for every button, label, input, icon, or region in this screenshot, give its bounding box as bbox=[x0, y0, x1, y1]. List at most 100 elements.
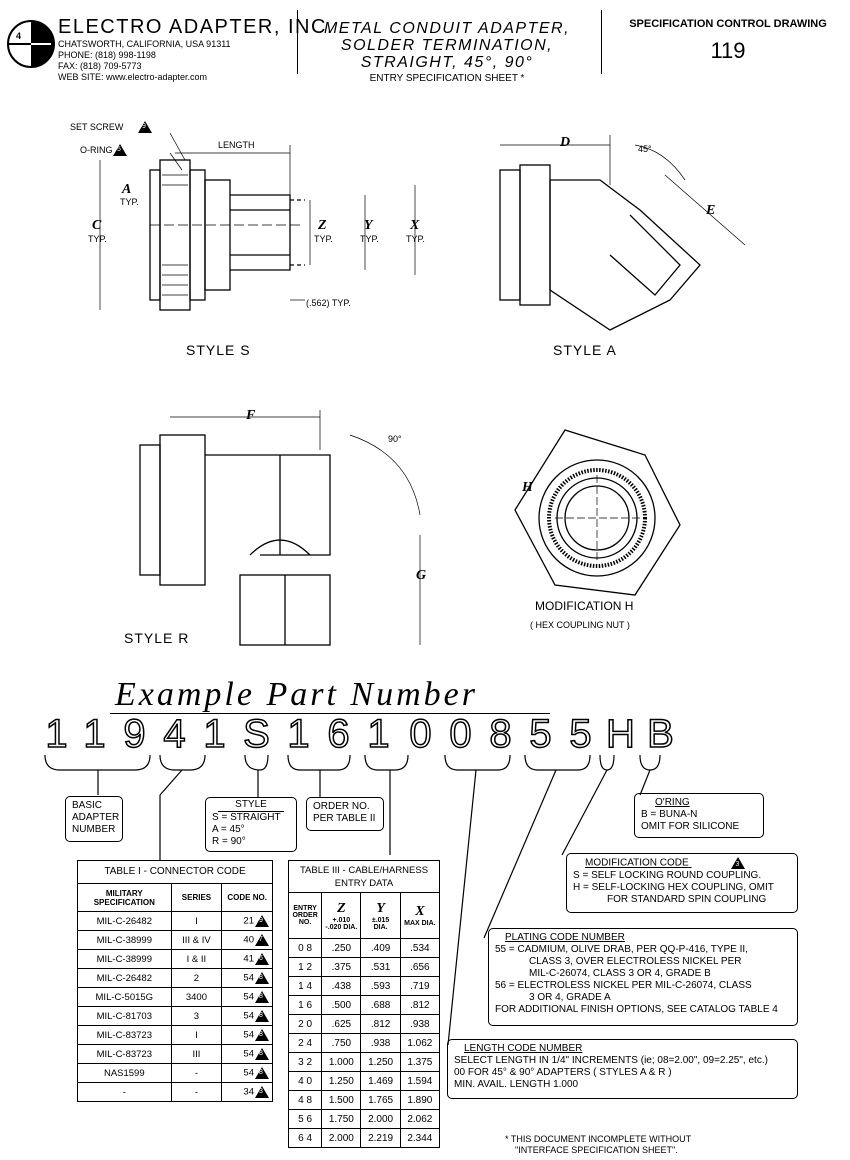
dim-562-label: (.562) TYP. bbox=[306, 298, 351, 308]
plating-box: PLATING CODE NUMBER 55 = CADMIUM, OLIVE … bbox=[488, 928, 798, 1026]
set-screw-label: SET SCREW bbox=[70, 122, 124, 132]
table3-z-cell: .750 bbox=[321, 1033, 362, 1053]
oring-title: O'RING bbox=[655, 797, 690, 808]
header-divider bbox=[601, 10, 602, 74]
scd-label: SPECIFICATION CONTROL DRAWING bbox=[629, 18, 827, 30]
dim-c-typ: TYP. bbox=[88, 234, 107, 244]
table3-x-cell: .534 bbox=[399, 938, 441, 958]
dim-h-label: H bbox=[522, 480, 533, 495]
doc-title-line: METAL CONDUIT ADAPTER, bbox=[323, 20, 571, 37]
part-number-char: 1 bbox=[83, 711, 107, 757]
table3-entry-cell: 2 0 bbox=[287, 1014, 323, 1034]
footnote: * THIS DOCUMENT INCOMPLETE WITHOUT "INTE… bbox=[505, 1134, 691, 1156]
note-triangle-icon: 7 bbox=[255, 934, 269, 946]
table3-row: 2 0.625.812.938 bbox=[287, 1014, 441, 1034]
order-box: ORDER NO. PER TABLE II bbox=[306, 797, 384, 831]
table3-y-cell: .409 bbox=[360, 938, 401, 958]
table3-y-cell: 2.219 bbox=[360, 1128, 401, 1148]
dim-d-label: D bbox=[560, 135, 571, 150]
footnote-line: "INTERFACE SPECIFICATION SHEET". bbox=[515, 1145, 678, 1155]
oring-line: OMIT FOR SILICONE bbox=[641, 821, 740, 832]
header-divider bbox=[297, 10, 298, 74]
dim-x-typ: TYP. bbox=[406, 234, 425, 244]
note-triangle-icon: 3 bbox=[255, 1086, 269, 1098]
table1-header: SERIES bbox=[170, 883, 223, 912]
table3-entry-cell: 5 6 bbox=[287, 1109, 323, 1129]
oring-box: O'RING B = BUNA-N OMIT FOR SILICONE bbox=[634, 793, 764, 838]
company-address: CHATSWORTH, CALIFORNIA, USA 91311 bbox=[58, 39, 231, 49]
style-a-label: STYLE A bbox=[553, 342, 617, 358]
table1-code: 34 bbox=[243, 1086, 254, 1098]
table3-x-cell: 1.890 bbox=[399, 1090, 441, 1110]
table3-entry-cell: 0 8 bbox=[287, 938, 323, 958]
table3-z-cell: 1.500 bbox=[321, 1090, 362, 1110]
table3-x-cell: .812 bbox=[399, 995, 441, 1015]
part-number-char: 0 bbox=[409, 711, 433, 757]
style-box-title: STYLE bbox=[218, 799, 284, 812]
table3-header: ENTRY ORDER NO. bbox=[287, 892, 323, 939]
note-triangle-icon: 8 bbox=[255, 1067, 269, 1079]
dim-z-typ: TYP. bbox=[314, 234, 333, 244]
dim-g-label: G bbox=[416, 568, 427, 583]
company-name: ELECTRO ADAPTER, INC. bbox=[58, 16, 334, 38]
table3-z-cell: .250 bbox=[321, 938, 362, 958]
table1-series-cell: - bbox=[170, 1082, 223, 1102]
table1-code: 40 bbox=[243, 934, 254, 946]
style-box-line: S = STRAIGHT bbox=[212, 812, 281, 823]
modification-box: MODIFICATION CODE 3 S = SELF LOCKING ROU… bbox=[566, 853, 798, 913]
plating-line: 56 = ELECTROLESS NICKEL PER MIL-C-26074,… bbox=[495, 980, 752, 991]
table3-entry-cell: 1 4 bbox=[287, 976, 323, 996]
order-line: ORDER NO. bbox=[313, 801, 370, 812]
part-number-brackets bbox=[44, 754, 661, 1046]
table3-z-cell: .500 bbox=[321, 995, 362, 1015]
mod-h-label: MODIFICATION H bbox=[535, 599, 634, 613]
table3-x-cell: .938 bbox=[399, 1014, 441, 1034]
table1: TABLE I - CONNECTOR CODE MILITARY SPECIF… bbox=[77, 860, 273, 1102]
table3-x-cell: .719 bbox=[399, 976, 441, 996]
svg-text:4: 4 bbox=[16, 31, 21, 41]
table3-row: 1 4.438.593.719 bbox=[287, 976, 441, 996]
angle-90-label: 90° bbox=[388, 434, 402, 444]
table3-row: 1 2.375.531.656 bbox=[287, 957, 441, 977]
table3-y-cell: .531 bbox=[360, 957, 401, 977]
table3-z-cell: 2.000 bbox=[321, 1128, 362, 1148]
dim-e-label: E bbox=[706, 203, 716, 218]
company-web[interactable]: WEB SITE: www.electro-adapter.com bbox=[58, 72, 208, 82]
table3-x-cell: 1.062 bbox=[399, 1033, 441, 1053]
table1-series-cell: III bbox=[170, 1044, 223, 1064]
table3-subtitle: ENTRY DATA bbox=[289, 877, 439, 893]
mod-h-sub: ( HEX COUPLING NUT ) bbox=[530, 620, 630, 630]
note-triangle-icon: 8 bbox=[255, 991, 269, 1003]
part-number-char: 5 bbox=[529, 711, 553, 757]
style-box: STYLE S = STRAIGHT A = 45° R = 90° bbox=[205, 797, 297, 852]
oring-line: B = BUNA-N bbox=[641, 809, 698, 820]
table1-code: 54 bbox=[243, 972, 254, 984]
length-box: LENGTH CODE NUMBER SELECT LENGTH IN 1/4"… bbox=[447, 1039, 798, 1099]
table1-spec-cell: NAS1599 bbox=[77, 1063, 172, 1083]
style-a-drawing bbox=[499, 135, 746, 331]
note-triangle-icon: 3 bbox=[731, 857, 746, 869]
part-number-char: 1 bbox=[203, 711, 227, 757]
table1-series-cell: III & IV bbox=[170, 930, 223, 950]
table3-x-cell: 2.062 bbox=[399, 1109, 441, 1129]
table3: TABLE III - CABLE/HARNESS ENTRY DATA ENT… bbox=[287, 860, 441, 1148]
style-box-line: R = 90° bbox=[212, 836, 246, 847]
plating-line: 3 OR 4, GRADE A bbox=[529, 992, 611, 1003]
length-line: MIN. AVAIL. LENGTH 1.000 bbox=[454, 1079, 579, 1090]
style-r-drawing bbox=[139, 410, 421, 646]
note-triangle-icon: 5 bbox=[113, 143, 127, 156]
plating-line: 55 = CADMIUM, OLIVE DRAB, PER QQ-P-416, … bbox=[495, 944, 748, 955]
table1-spec-cell: MIL-C-81703 bbox=[77, 1006, 172, 1026]
